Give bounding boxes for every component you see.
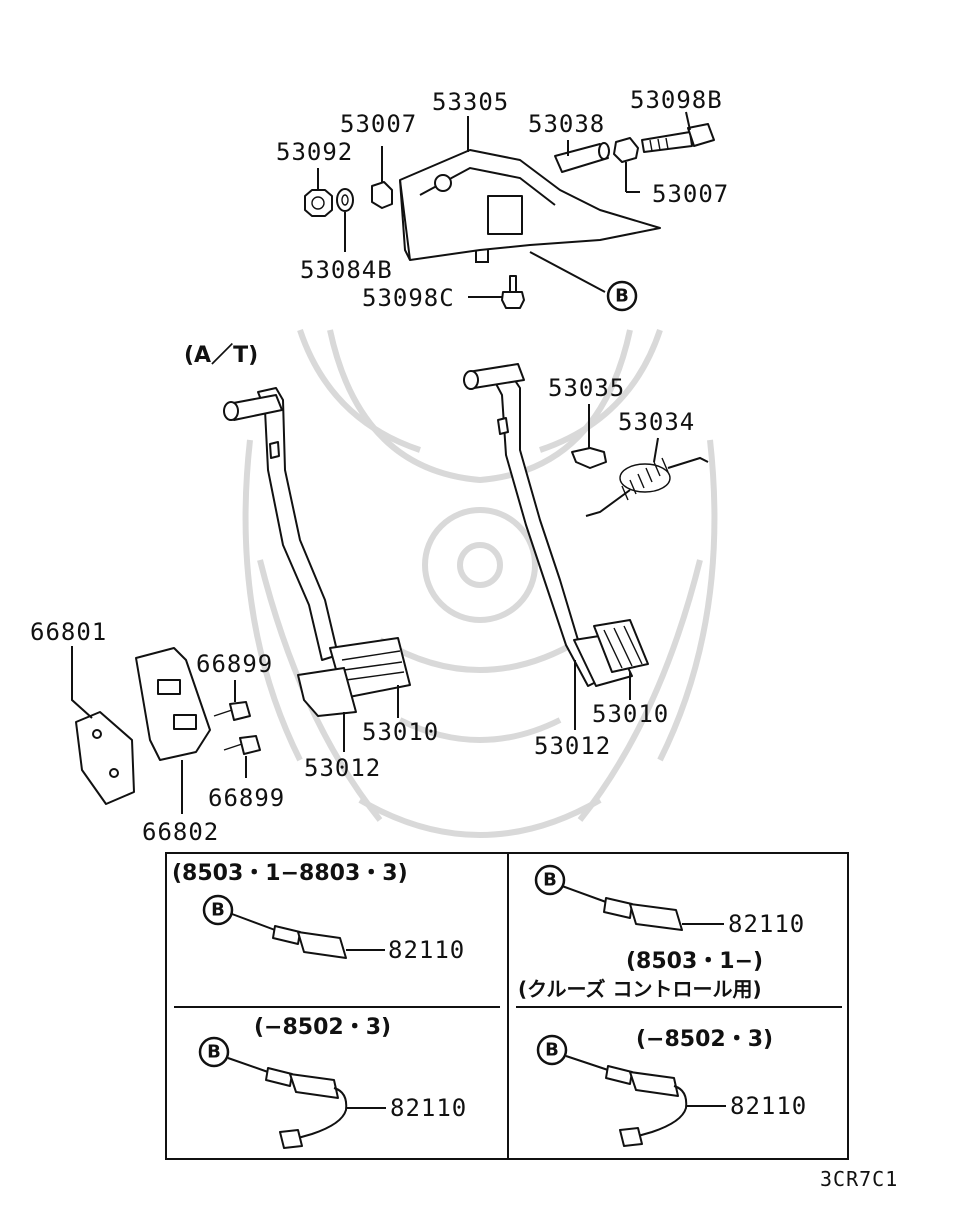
label-53034: 53034 <box>618 408 695 436</box>
label-53092: 53092 <box>276 138 353 166</box>
inset-top-left-note: (8503・1−8803・3) <box>172 861 408 886</box>
brake-pedal-at <box>223 387 411 717</box>
inset-bottom-right-note: (−8502・3) <box>636 1027 773 1052</box>
collar-53038 <box>554 142 610 173</box>
label-66899-top: 66899 <box>196 650 273 678</box>
ref-b-top: B <box>606 280 638 312</box>
label-53007-right: 53007 <box>652 180 729 208</box>
label-53305: 53305 <box>432 88 509 116</box>
label-53098B: 53098B <box>630 86 723 114</box>
label-53038: 53038 <box>528 110 605 138</box>
clutch-pedal <box>463 363 649 687</box>
label-66899-bottom: 66899 <box>208 784 285 812</box>
label-53010-right: 53010 <box>592 700 669 728</box>
screw-66899-top <box>213 701 251 721</box>
label-53012-left: 53012 <box>304 754 381 782</box>
bolt-53098C <box>501 275 525 309</box>
leaders-pedals <box>343 404 659 752</box>
label-66801: 66801 <box>30 618 107 646</box>
stopper-53035 <box>571 447 607 469</box>
inset-top-right: B 82110 (8503・1−) (クルーズ コントロール用) <box>518 864 805 1001</box>
inset-top-right-note1: (8503・1−) <box>626 949 763 974</box>
label-at-note: (A／T) <box>184 343 258 368</box>
label-53098C: 53098C <box>362 284 455 312</box>
screw-66899-bottom <box>223 735 261 755</box>
label-53007-top: 53007 <box>340 110 417 138</box>
inset-bottom-left-ref: B <box>207 1042 221 1063</box>
inset-top-right-part: 82110 <box>728 910 805 938</box>
spring-53034 <box>585 456 709 517</box>
label-53010-left: 53010 <box>362 718 439 746</box>
inset-top-right-note2: (クルーズ コントロール用) <box>518 977 762 1001</box>
bracket-66802 <box>135 647 211 761</box>
inset-top-right-ref: B <box>543 870 557 891</box>
inset-top-left-part: 82110 <box>388 936 465 964</box>
inset-top-left: (8503・1−8803・3) B 82110 <box>172 861 465 964</box>
label-53012-right: 53012 <box>534 732 611 760</box>
bolt-53098B <box>641 123 715 153</box>
label-53035: 53035 <box>548 374 625 402</box>
main-labels: 53305 53007 53092 53038 53098B 53007 530… <box>30 86 729 846</box>
washer-53084B <box>336 188 354 212</box>
inset-box <box>165 852 849 1160</box>
nut-53092 <box>304 189 333 217</box>
pedal-support-bracket <box>399 149 661 263</box>
label-53084B: 53084B <box>300 256 393 284</box>
label-66802: 66802 <box>142 818 219 846</box>
diagram-code: 3CR7C1 <box>820 1167 898 1191</box>
leaders-brackets <box>71 646 247 814</box>
leaders-top <box>317 111 691 298</box>
bracket-66801 <box>75 711 135 805</box>
inset-bottom-left-note: (−8502・3) <box>254 1015 391 1040</box>
inset-top-left-ref: B <box>211 900 225 921</box>
ref-b-top-text: B <box>615 286 629 307</box>
bushing-53007-left <box>371 181 393 209</box>
inset-bottom-right: (−8502・3) B 82110 <box>536 1027 807 1147</box>
bushing-53007-right <box>613 137 639 163</box>
inset-bottom-right-ref: B <box>545 1040 559 1061</box>
inset-bottom-right-part: 82110 <box>730 1092 807 1120</box>
inset-bottom-left: (−8502・3) B 82110 <box>198 1015 467 1149</box>
inset-bottom-left-part: 82110 <box>390 1094 467 1122</box>
